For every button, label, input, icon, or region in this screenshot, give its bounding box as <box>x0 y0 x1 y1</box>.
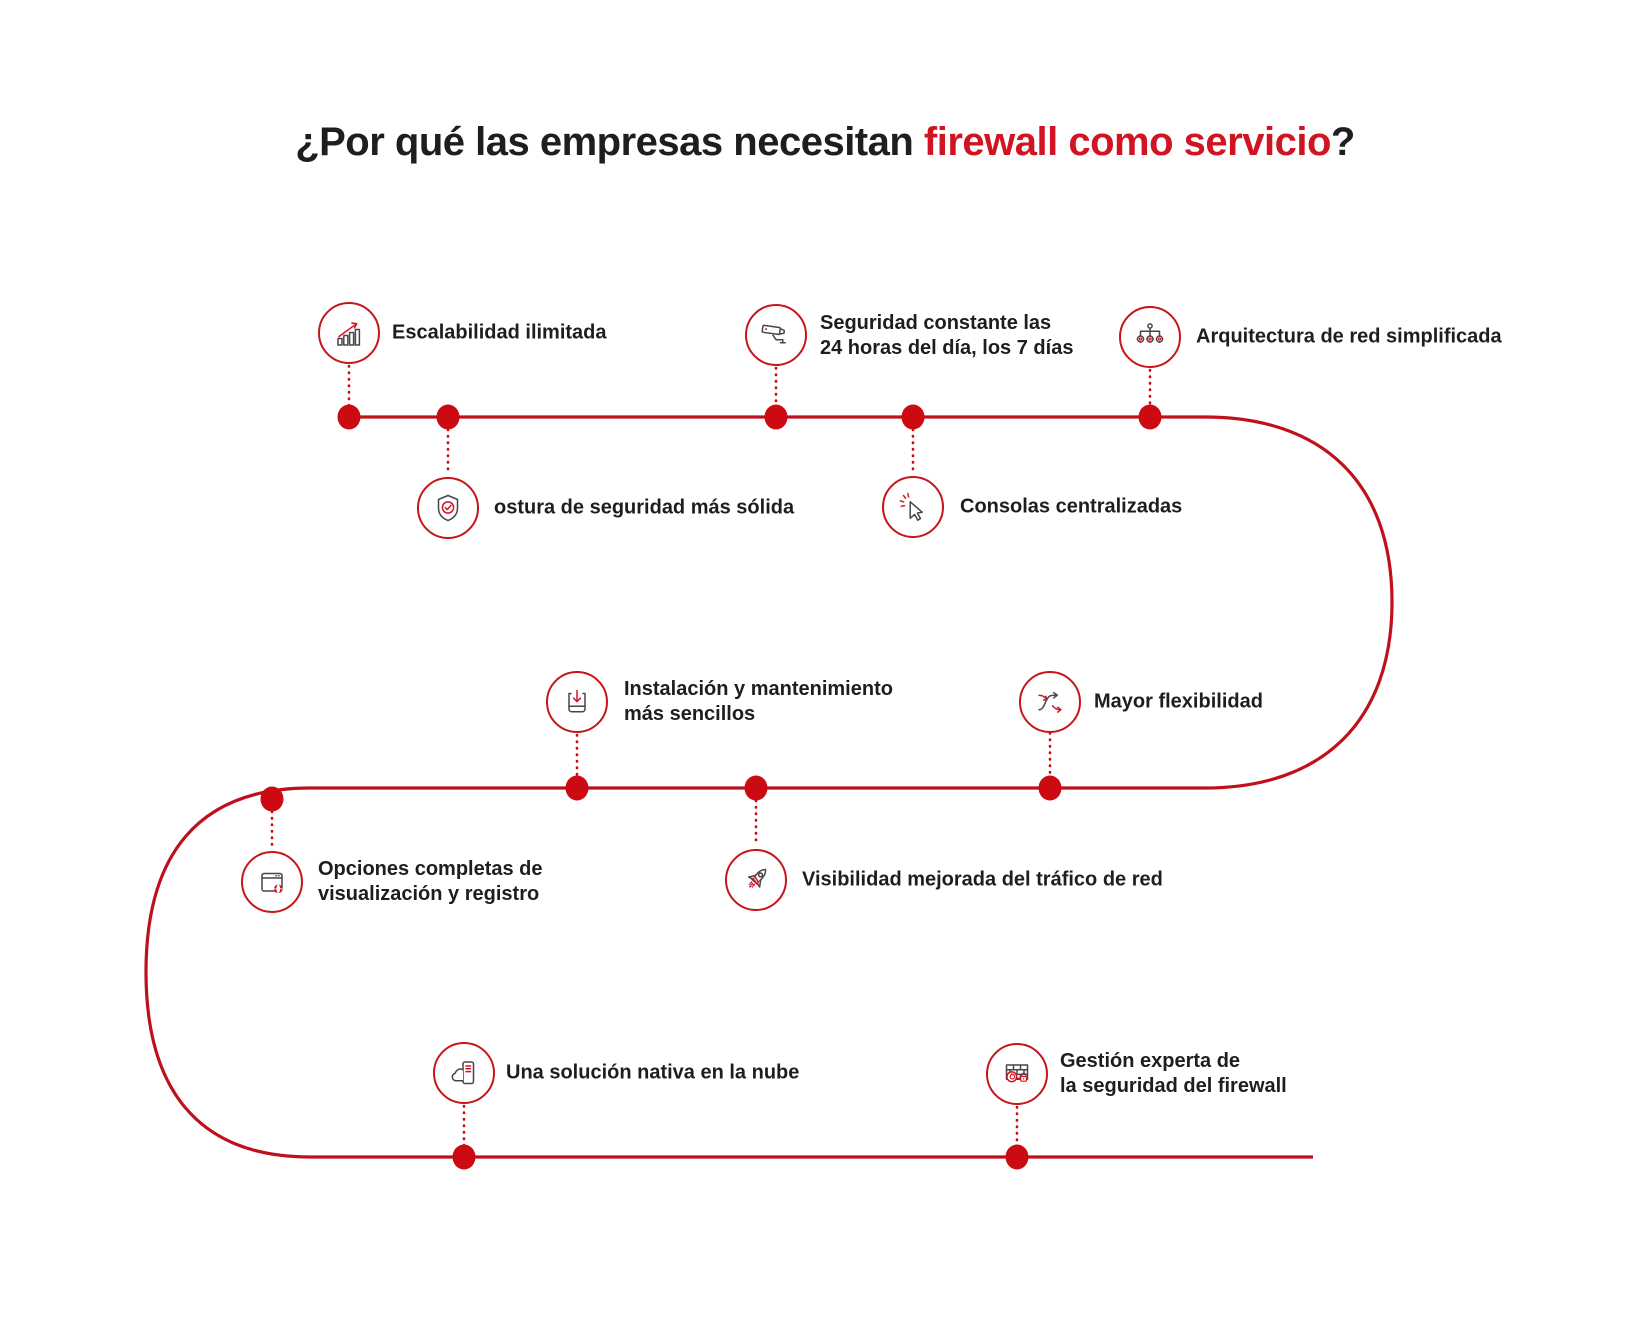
node-consolas <box>882 476 944 538</box>
label-opciones: Opciones completas de visualización y re… <box>318 858 543 905</box>
timeline-dot <box>337 404 361 430</box>
label-seguridad-constante: Seguridad constante las 24 horas del día… <box>820 312 1074 359</box>
timeline-dot <box>744 775 768 801</box>
node-opciones <box>241 851 303 913</box>
firewall-lock-icon <box>1005 1064 1029 1083</box>
network-tree-icon <box>1136 323 1164 344</box>
timeline-path <box>144 415 1394 1159</box>
rocket-icon <box>747 868 767 888</box>
timeline-dot <box>260 786 284 812</box>
title-suffix: ? <box>1330 120 1355 164</box>
label-consolas: Consolas centralizadas <box>960 495 1183 518</box>
install-tray-icon <box>568 689 586 713</box>
title-highlight: firewall como servicio <box>923 120 1331 164</box>
timeline-dot <box>1038 775 1062 801</box>
label-escalabilidad: Escalabilidad ilimitada <box>392 321 607 344</box>
timeline-dot <box>764 404 788 430</box>
label-nube: Una solución nativa en la nube <box>506 1061 800 1084</box>
node-instalacion <box>546 671 608 733</box>
security-camera-icon <box>761 324 786 344</box>
timeline-dot <box>901 404 925 430</box>
timeline-dot <box>565 775 589 801</box>
label-visibilidad: Visibilidad mejorada del tráfico de red <box>802 868 1163 891</box>
cloud-device-icon <box>451 1061 475 1085</box>
label-instalacion: Instalación y mantenimiento más sencillo… <box>624 678 893 725</box>
timeline-dot <box>1138 404 1162 430</box>
label-gestion-experta: Gestión experta de la seguridad del fire… <box>1060 1050 1287 1097</box>
node-gestion-experta <box>986 1043 1048 1105</box>
bar-chart-growth-icon <box>337 322 361 346</box>
browser-globe-icon <box>261 872 283 894</box>
label-postura-seguridad: ostura de seguridad más sólida <box>494 496 795 519</box>
shuffle-icon <box>1038 691 1062 713</box>
label-arquitectura: Arquitectura de red simplificada <box>1196 325 1502 348</box>
node-visibilidad <box>725 849 787 911</box>
label-flexibilidad: Mayor flexibilidad <box>1094 690 1263 713</box>
cursor-click-icon <box>899 492 923 521</box>
timeline-dot <box>1005 1144 1029 1170</box>
dotted-connectors <box>270 364 1152 1153</box>
timeline-dot <box>452 1144 476 1170</box>
node-seguridad-constante <box>745 304 807 366</box>
node-arquitectura <box>1119 306 1181 368</box>
title-prefix: ¿Por qué las empresas necesitan <box>295 120 924 164</box>
page-title: ¿Por qué las empresas necesitan firewall… <box>0 120 1650 165</box>
node-postura-seguridad <box>417 477 479 539</box>
node-flexibilidad <box>1019 671 1081 733</box>
timeline-dot <box>436 404 460 430</box>
shield-check-icon <box>437 494 459 522</box>
node-escalabilidad <box>318 302 380 364</box>
node-nube <box>433 1042 495 1104</box>
timeline-dots <box>260 404 1162 1170</box>
